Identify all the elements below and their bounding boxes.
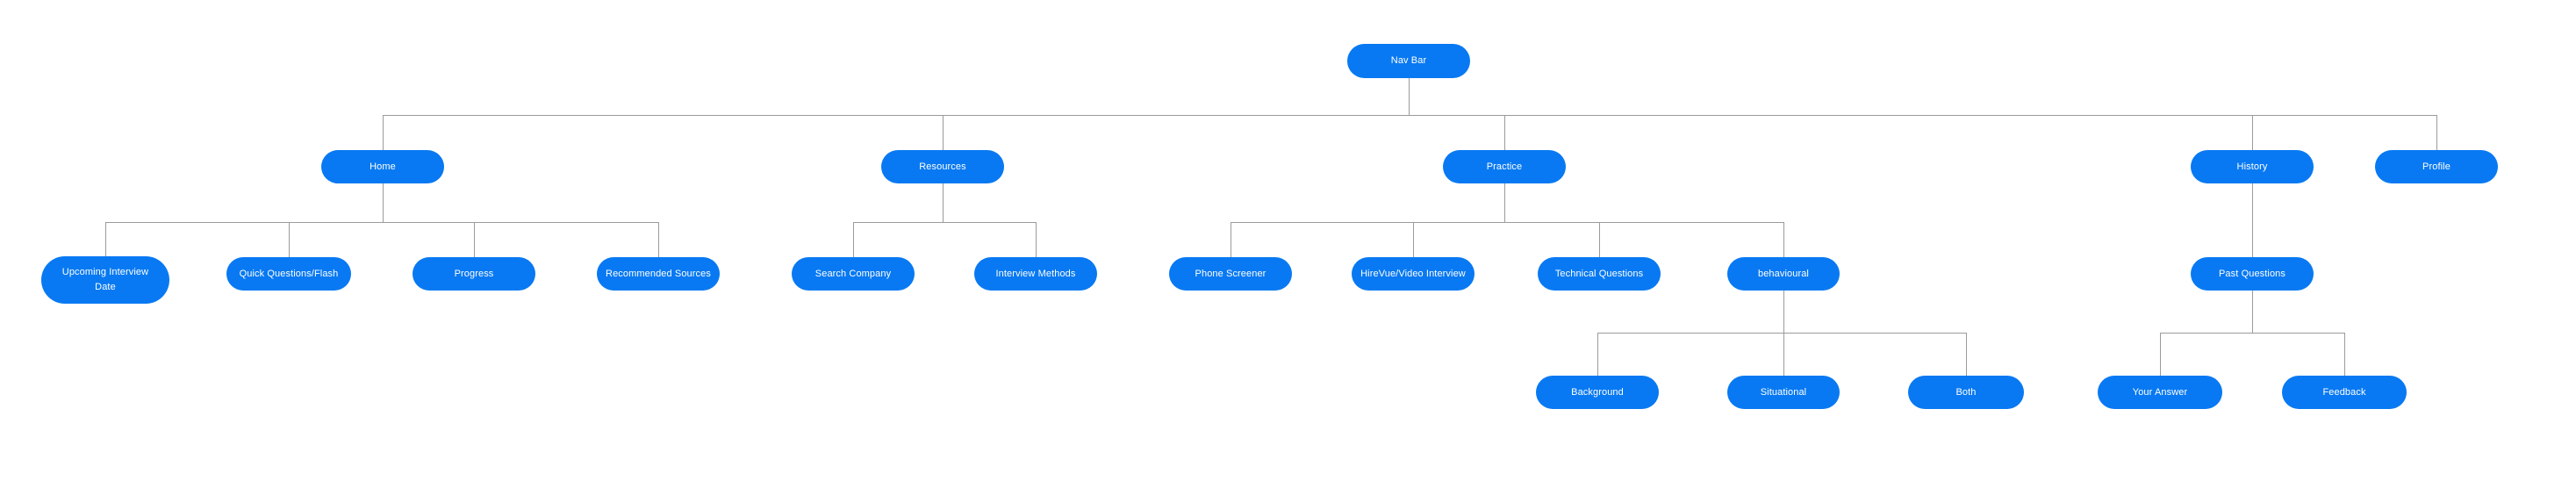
node-label: Phone Screener [1195, 268, 1266, 279]
node-label: Feedback [2322, 386, 2366, 398]
connector-line [1036, 222, 1037, 257]
node-interview-methods[interactable]: Interview Methods [974, 257, 1097, 291]
node-resources[interactable]: Resources [881, 150, 1004, 183]
node-hirevue-video-interview[interactable]: HireVue/Video Interview [1352, 257, 1475, 291]
connector-line [383, 115, 2437, 116]
node-label: HireVue/Video Interview [1360, 268, 1466, 279]
connector-line [853, 222, 1037, 223]
node-history[interactable]: History [2191, 150, 2314, 183]
connector-line [1966, 333, 1967, 376]
connector-line [658, 222, 659, 257]
node-both[interactable]: Both [1908, 376, 2024, 409]
connector-line [2436, 115, 2437, 150]
node-label: Background [1571, 386, 1624, 398]
node-label: Resources [919, 161, 966, 172]
node-profile[interactable]: Profile [2375, 150, 2498, 183]
connector-line [1409, 78, 1410, 115]
node-behavioural[interactable]: behavioural [1727, 257, 1840, 291]
connector-line [383, 115, 384, 150]
node-situational[interactable]: Situational [1727, 376, 1840, 409]
node-label: Profile [2422, 161, 2450, 172]
connector-line [105, 222, 659, 223]
node-label: Past Questions [2219, 268, 2285, 279]
node-label: Nav Bar [1390, 55, 1427, 66]
node-background[interactable]: Background [1536, 376, 1659, 409]
connector-line [2252, 291, 2253, 333]
connector-line [1599, 222, 1600, 257]
connector-line [1413, 222, 1414, 257]
node-search-company[interactable]: Search Company [792, 257, 915, 291]
connector-line [289, 222, 290, 257]
node-home[interactable]: Home [321, 150, 444, 183]
connector-line [105, 222, 106, 256]
node-recommended-sources[interactable]: Recommended Sources [597, 257, 720, 291]
node-quick-questions-flash[interactable]: Quick Questions/Flash [226, 257, 351, 291]
connector-line [2344, 333, 2345, 376]
node-label: Recommended Sources [606, 268, 711, 279]
node-label: behavioural [1758, 268, 1809, 279]
connector-line [943, 183, 944, 222]
connector-line [1597, 333, 1967, 334]
node-label: Quick Questions/Flash [239, 268, 339, 279]
node-label: Upcoming Interview [61, 267, 149, 277]
connector-line [474, 222, 475, 257]
connector-line [2160, 333, 2345, 334]
node-feedback[interactable]: Feedback [2282, 376, 2407, 409]
connector-line [1504, 115, 1505, 150]
connector-line [2160, 333, 2161, 376]
node-label: Technical Questions [1554, 268, 1644, 279]
node-label: Progress [454, 268, 494, 279]
node-technical-questions[interactable]: Technical Questions [1538, 257, 1661, 291]
connector-line [383, 183, 384, 222]
node-phone-screener[interactable]: Phone Screener [1169, 257, 1292, 291]
node-label: Date [95, 282, 116, 292]
connector-line [2252, 115, 2253, 150]
connector-line [1597, 333, 1598, 376]
node-label: Home [370, 161, 396, 172]
node-label: Interview Methods [995, 268, 1076, 279]
node-past-questions[interactable]: Past Questions [2191, 257, 2314, 291]
connector-line [853, 222, 854, 257]
connector-line [1504, 183, 1505, 222]
node-progress[interactable]: Progress [413, 257, 535, 291]
node-label: Practice [1486, 161, 1523, 172]
node-label: History [2236, 161, 2268, 172]
node-label: Both [1955, 386, 1977, 398]
connector-line [1231, 222, 1784, 223]
node-label: Situational [1760, 386, 1807, 398]
connector-line [943, 115, 944, 150]
node-practice[interactable]: Practice [1443, 150, 1566, 183]
connector-line [1783, 291, 1784, 333]
connector-line [1783, 333, 1784, 376]
node-your-answer[interactable]: Your Answer [2098, 376, 2222, 409]
connector-line [2252, 183, 2253, 222]
connector-line [1783, 222, 1784, 257]
node-label: Your Answer [2132, 386, 2188, 398]
connector-line [2252, 222, 2253, 257]
node-label: Search Company [814, 268, 892, 279]
node-nav-bar[interactable]: Nav Bar [1347, 44, 1470, 78]
